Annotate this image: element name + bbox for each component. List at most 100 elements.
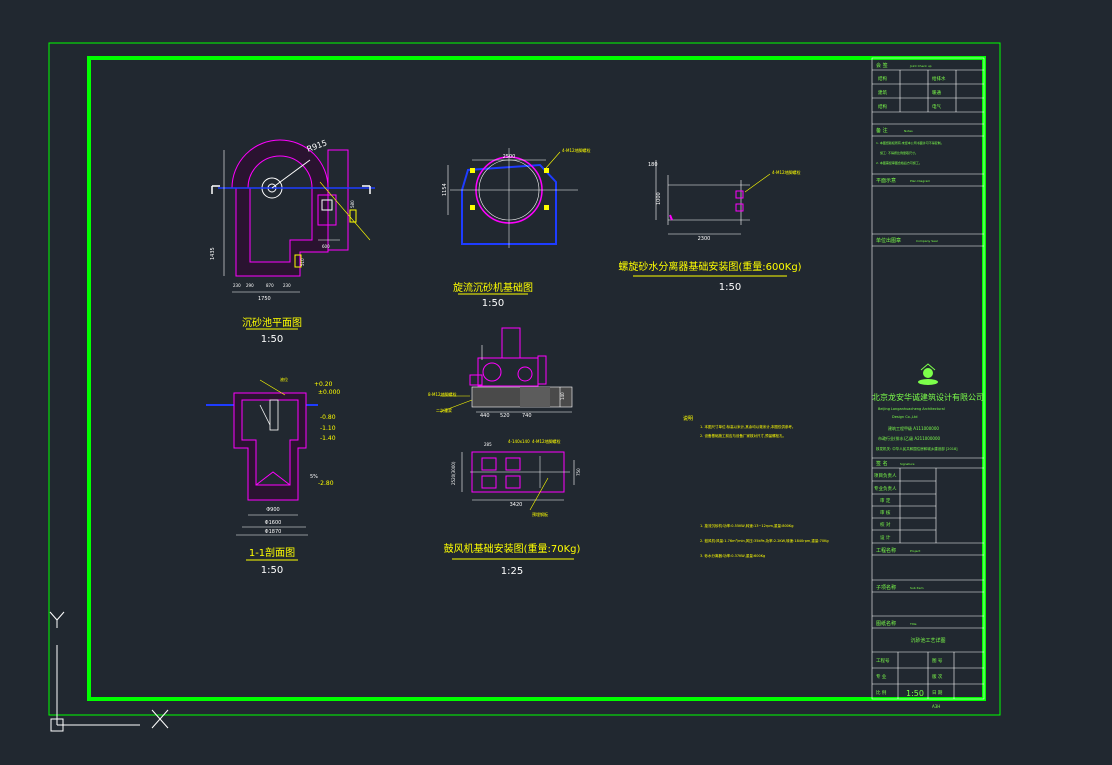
sand-plan-width-dim: 1750	[258, 296, 271, 302]
tb-header-drawing-name: 图纸名称	[876, 620, 896, 627]
ucs-axis-icon	[49, 611, 169, 732]
cyclone-top-dim: 2500	[503, 154, 516, 160]
sand-plan-dim-b: 580	[350, 200, 355, 208]
blower-title: 鼓风机基础安装图(重量:70Kg)	[444, 542, 581, 555]
tb-remark-3: 2. 本图需经审图合格后方可施工。	[876, 160, 922, 165]
params-line-3: 3. 砂水分离器:功率:0.37KW,重量:600Kg	[700, 553, 765, 558]
tb-sign-row-2: 专业负责人	[874, 485, 897, 492]
inner-drawing-border	[87, 56, 986, 701]
tb-header-drawing-name-en: Title	[909, 622, 917, 626]
tb-bottom-r1c1: 工程号	[876, 657, 890, 664]
tb-company-en-1: Beijing Longanhuacheng Architectural	[878, 407, 945, 411]
sand-plan-bottom-dim-2: 290	[246, 283, 254, 288]
tb-scale-value: 1:50	[906, 689, 924, 698]
blower-scale: 1:25	[501, 566, 523, 577]
tb-cosign-r2c1: 建筑	[878, 89, 887, 96]
tb-sign-row-4: 审 核	[880, 509, 891, 516]
tb-header-seal-en: Company Seal	[916, 239, 938, 243]
separator-width-dim: 2300	[698, 236, 711, 242]
tb-drawing-title: 沉砂池工艺详图	[910, 637, 945, 644]
section-level-2: ±0.000	[318, 389, 340, 396]
tb-sheet-size: A3H	[932, 704, 940, 709]
blower-plan-left-dim: 2520(3000)	[451, 461, 456, 485]
blower-anchor-note-side: 8-M12地脚螺栓	[428, 391, 457, 397]
tb-header-plan-en: Plan Diagram	[910, 179, 930, 183]
tb-cert-3: 核发机关: 中华人民共和国住房和城乡建设部 [2018]	[876, 446, 958, 451]
tb-header-cosign-en: Joint Check up	[909, 64, 932, 68]
blower-plan-top-dim-3: 4-M12地脚螺栓	[532, 438, 561, 444]
tb-header-signature: 签 名	[876, 460, 888, 467]
blower-side-dim-3: 740	[522, 413, 532, 419]
tb-company-name: 北京龙安华诚建筑设计有限公司	[872, 392, 984, 402]
section-scale: 1:50	[261, 565, 283, 576]
sand-plan-radius-dim: R915	[306, 138, 329, 154]
blower-side-dim-2: 520	[500, 413, 510, 419]
section-level-6: -2.80	[318, 480, 334, 487]
tb-sign-row-5: 校 对	[880, 521, 891, 528]
notes-line-2: 2. 设备基础施工前应与设备厂家核对尺寸,预留螺栓孔。	[700, 433, 786, 438]
sand-plan-height-dim: 1435	[210, 247, 216, 260]
tb-header-notes-en: Notes	[904, 129, 913, 133]
section-level-1: +0.20	[314, 381, 333, 388]
blower-plan-top-dim-1: 285	[484, 442, 492, 447]
cyclone-title: 旋流沉砂机基础图	[453, 281, 533, 294]
tb-cosign-r1c3: 给排水	[932, 75, 946, 82]
tb-bottom-r2c3: 版 次	[932, 673, 943, 680]
tb-cert-2: 市政行业(排水)乙级 A211000000	[878, 435, 940, 441]
section-top-label: 液位	[280, 376, 288, 382]
sand-plan-scale: 1:50	[261, 334, 283, 345]
tb-header-plan: 平面示意	[876, 177, 896, 184]
blower-grout-note: 二次灌浆	[436, 407, 452, 413]
section-dim-inner: Φ900	[266, 507, 279, 513]
section-level-4: -1.10	[320, 425, 336, 432]
tb-header-notes: 备 注	[876, 127, 888, 134]
section-1-1-drawing[interactable]: 液位 +0.20 ±0.000 -0.80 -1.10 -1.40 -2.80 …	[206, 376, 340, 576]
tb-company-en-2: Design Co.,Ltd	[892, 415, 918, 419]
tb-header-signature-en: Signature	[900, 462, 915, 466]
tb-bottom-r3c3: 日 期	[932, 690, 943, 696]
cyclone-sand-base-drawing[interactable]: 2500 1154 4-M12地脚螺栓 旋流沉砂机基础图 1:50	[442, 147, 591, 309]
sand-tank-plan-drawing[interactable]: R915 1750 1435 510 580 600 230 290 870 2…	[210, 138, 375, 345]
sand-plan-bottom-dim-1: 230	[233, 283, 241, 288]
params-line-1: 1. 旋流沉砂机:功率:0.55KW,转速:13~12rpm,重量:800Kg	[700, 523, 793, 528]
tb-header-subitem-en: Sub Item	[910, 586, 924, 590]
title-block-text: 会 签 Joint Check up 结构 给排水 建筑 暖通 结构 电气 备 …	[872, 62, 984, 709]
cyclone-scale: 1:50	[482, 298, 504, 309]
params-line-2: 2. 鼓风机:风量:1.76m³/min,风压:35kPa,功率:2.2KW,转…	[700, 538, 829, 543]
blower-base-drawing[interactable]: 8-M12地脚螺栓 二次灌浆 440 520 740 140 285 4-140…	[428, 327, 581, 577]
separator-anchor-note: 4-M12地脚螺栓	[772, 169, 801, 175]
tb-bottom-r2c1: 专 业	[876, 673, 887, 680]
tb-header-seal: 单位出图章	[876, 237, 901, 244]
company-logo	[918, 363, 938, 385]
tb-remark-2: 施工: 不得按比例量取尺寸。	[880, 150, 918, 155]
blower-height-dim: 140	[560, 392, 565, 400]
separator-height-dim: 1000	[656, 192, 662, 205]
tb-bottom-r3c1: 比 例	[876, 689, 887, 696]
blower-plan-top-dim-2: 4-140x140	[508, 439, 530, 444]
cyclone-side-dim: 1154	[442, 183, 448, 196]
tb-cert-1: 建筑工程甲级 A111000000	[888, 425, 939, 431]
section-title: 1-1剖面图	[249, 546, 295, 559]
outer-sheet-border	[48, 42, 1001, 716]
notes-heading: 说明	[683, 415, 693, 422]
blower-plan-bottom-dim: 3420	[510, 502, 523, 508]
sand-plan-title: 沉砂池平面图	[242, 316, 302, 329]
tb-header-project-en: Project	[910, 549, 921, 553]
title-block	[871, 57, 985, 700]
sand-plan-bottom-dim-3: 870	[266, 283, 274, 288]
sand-separator-drawing[interactable]: 2300 180 1000 4-M12地脚螺栓 螺旋砂水分离器基础安装图(重量:…	[618, 160, 802, 293]
section-level-3: -0.80	[320, 414, 336, 421]
tb-cosign-r3c1: 结构	[878, 103, 887, 110]
sand-plan-dim-a: 510	[300, 258, 305, 266]
cyclone-anchor-note: 4-M12地脚螺栓	[562, 147, 591, 153]
tb-sign-row-3: 审 定	[880, 497, 891, 504]
tb-cosign-r2c3: 暖通	[932, 89, 941, 96]
sand-plan-bottom-dim-4: 230	[283, 283, 291, 288]
section-slope: 5%	[310, 474, 318, 480]
section-level-5: -1.40	[320, 435, 336, 442]
tb-header-cosign: 会 签	[876, 62, 888, 69]
sand-plan-dim-c: 600	[322, 244, 330, 249]
design-notes: 说明 1. 本图尺寸单位:标高以米计,其余均以毫米计,本图仅供参考。 2. 设备…	[683, 415, 829, 558]
tb-sign-row-1: 项目负责人	[874, 472, 897, 479]
